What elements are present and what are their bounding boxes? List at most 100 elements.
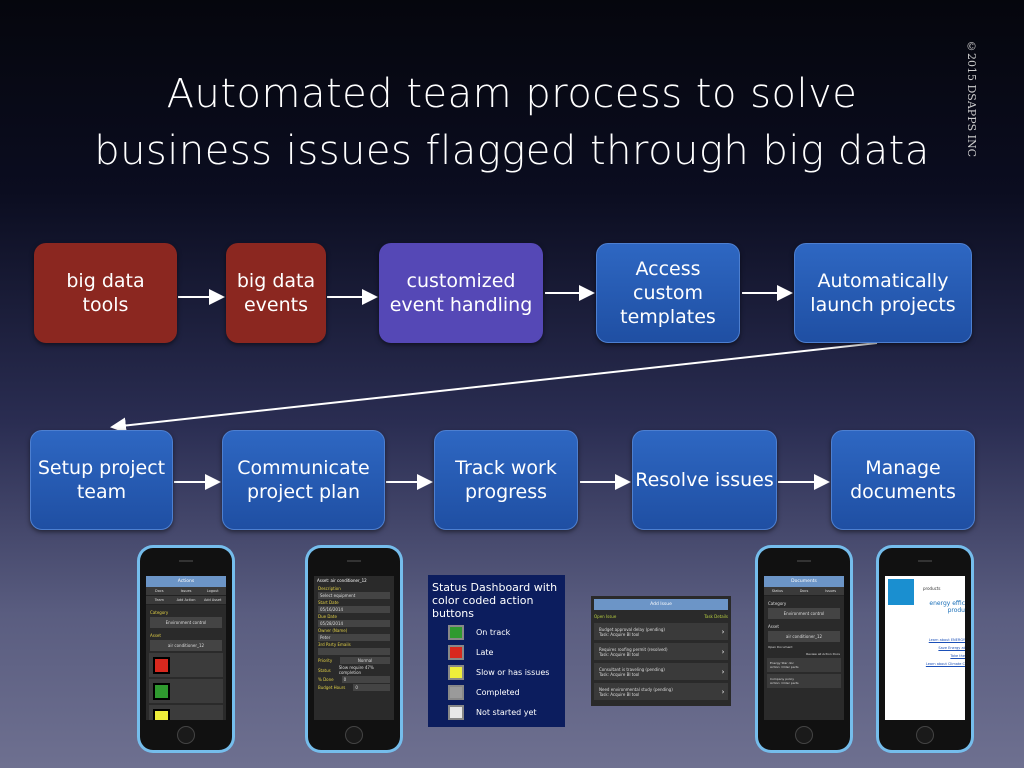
nav-add-action: Add Action [176, 598, 196, 602]
step-communicate-project-plan: Communicate project plan [222, 430, 385, 530]
done-value: 0 [341, 676, 390, 683]
status-color-swatch [448, 645, 464, 660]
issue-title: Budget approval delay (pending) [599, 626, 665, 632]
add-issue-header: Add Issue [594, 599, 728, 610]
step-customized-event-handling: customized event handling [379, 243, 543, 343]
issue-item: Need environmental study (pending)Task: … [594, 683, 728, 700]
issue-item: Consultant is traveling (pending)Task: A… [594, 663, 728, 680]
open-issue-label: Open Issue [594, 614, 617, 619]
status-dashboard-legend: Status Dashboard with color coded action… [428, 575, 565, 727]
chevron-right-icon: › [721, 687, 725, 696]
phone-energy-star-web: products energy effic produ Learn about … [876, 545, 974, 753]
legend-item: Completed [432, 685, 561, 700]
arrow [110, 342, 878, 434]
field-value: 05/28/2014 [318, 620, 390, 627]
legend-label: Slow or has issues [476, 668, 550, 677]
legend-label: On track [476, 628, 511, 637]
priority-label: Priority [318, 658, 333, 663]
home-button [916, 726, 934, 744]
field-value: 05/16/2014 [318, 606, 390, 613]
status-color-swatch [448, 705, 464, 720]
legend-item: Slow or has issues [432, 665, 561, 680]
budget-label: Budget Hours [318, 685, 346, 690]
home-button [795, 726, 813, 744]
issue-task: Task: Acquire BI tool [599, 631, 640, 637]
legend-item: Late [432, 645, 561, 660]
issue-title: Consultant is traveling (pending) [599, 666, 665, 672]
web-heading: energy effic produ [929, 600, 965, 614]
action-item [149, 653, 223, 677]
field-label: Start Date [318, 600, 339, 605]
issues-screen: Add Issue Open Issue Task Details Budget … [591, 596, 731, 706]
field-value [318, 648, 390, 655]
step-big-data-tools: big data tools [34, 243, 177, 343]
legend-item: Not started yet [432, 705, 561, 720]
web-tab: products [923, 586, 941, 591]
asset-select: air conditioner_12 [150, 640, 222, 651]
screen-header: Asset: air conditioner_12 [317, 578, 367, 583]
status-color-swatch [448, 665, 464, 680]
issue-item: Requires roofing permit (resolved)Task: … [594, 643, 728, 660]
task-details-label: Task Details [704, 614, 728, 619]
status-value: Slow require 47% completion [338, 665, 374, 675]
home-button [177, 726, 195, 744]
step-setup-project-team: Setup project team [30, 430, 173, 530]
nav-status: Status [771, 589, 783, 593]
home-button [345, 726, 363, 744]
screen-header: Actions [146, 576, 226, 587]
slide-title: Automated team process to solve business… [94, 71, 930, 174]
category-label: Category [150, 610, 169, 615]
field-label: Owner (Name) [318, 628, 348, 633]
chevron-right-icon: › [721, 667, 725, 676]
nav-docs: Docs [799, 589, 809, 593]
copyright: ©2015 DSAPPS INC [965, 40, 978, 158]
open-document-label: Open Document [768, 645, 793, 649]
issue-task: Task: Acquire BI tool [599, 651, 640, 657]
chevron-right-icon: › [721, 627, 725, 636]
dashboard-title: Status Dashboard with color coded action… [432, 581, 558, 620]
asset-label: Asset [768, 624, 779, 629]
status-color-swatch [448, 685, 464, 700]
review-docs-label: Review all Action Docs [806, 652, 840, 656]
field-value: Peter [318, 634, 390, 641]
energy-star-logo [888, 579, 914, 605]
issue-item: Budget approval delay (pending)Task: Acq… [594, 623, 728, 640]
web-link: Learn about Climate C [925, 662, 965, 666]
legend-label: Completed [476, 688, 520, 697]
step-big-data-events: big data events [226, 243, 326, 343]
asset-select: air conditioner_12 [768, 631, 840, 642]
nav-team: Team [154, 598, 164, 602]
step-resolve-issues: Resolve issues [632, 430, 777, 530]
priority-select: Normal [340, 657, 390, 664]
legend-item: On track [432, 625, 561, 640]
step-access-custom-templates: Access custom templates [596, 243, 740, 343]
action-item [149, 679, 223, 703]
web-link: Take the [950, 654, 965, 658]
nav-logout: Logout [206, 589, 219, 593]
status-label: Status [318, 667, 331, 673]
done-label: % Done [318, 677, 334, 682]
issue-task: Task: Acquire BI tool [599, 691, 640, 697]
step-track-work-progress: Track work progress [434, 430, 578, 530]
step-manage-documents: Manage documents [831, 430, 975, 530]
web-link: Learn about ENERGY [928, 638, 965, 642]
category-select: Environment control [150, 617, 222, 628]
legend-label: Late [476, 648, 494, 657]
nav-issues: Issues [825, 589, 837, 593]
issue-title: Need environmental study (pending) [599, 686, 673, 692]
field-label: Description [318, 586, 341, 591]
category-label: Category [768, 601, 787, 606]
step-automatically-launch-projects: Automatically launch projects [794, 243, 972, 343]
issue-task: Task: Acquire BI tool [599, 671, 640, 677]
issue-title: Requires roofing permit (resolved) [599, 646, 668, 652]
field-label: 3rd Party Emails [318, 642, 351, 647]
nav-add-asset: Add Asset [203, 598, 222, 602]
nav-issues: Issues [180, 589, 192, 593]
web-link: Save Energy at [938, 646, 965, 650]
screen-header: Documents [764, 576, 844, 587]
